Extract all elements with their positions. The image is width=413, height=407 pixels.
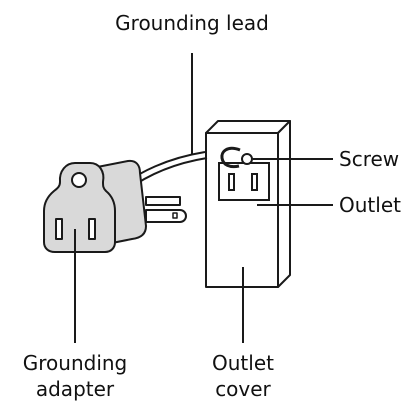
leader-lines [74,53,333,343]
screw-label: Screw [339,147,399,171]
adapter-ground-hole [71,172,87,188]
adapter-prong-upper [145,196,181,206]
adapter-prong-lower [145,209,187,223]
grounding-adapter-label-line2: adapter [36,377,115,401]
outlet-slot-left [228,173,235,191]
grounding-lead-label: Grounding lead [115,11,269,35]
outlet-cover-label-line2: cover [215,377,271,401]
outlet-cover-top-face [205,120,291,134]
adapter-slot-right [88,218,96,240]
outlet-face [218,162,270,201]
outlet-slot-right [251,173,258,191]
screw [241,153,253,165]
grounding-lead-tab [220,146,241,169]
outlet-cover-label-line1: Outlet [212,351,274,375]
outlet-label: Outlet [339,193,401,217]
grounding-adapter-label-line1: Grounding [23,351,128,375]
outlet-receptacle [218,162,270,201]
grounding-adapter [43,159,187,253]
adapter-slot-left [55,218,63,240]
adapter-prong-hole [172,212,178,219]
